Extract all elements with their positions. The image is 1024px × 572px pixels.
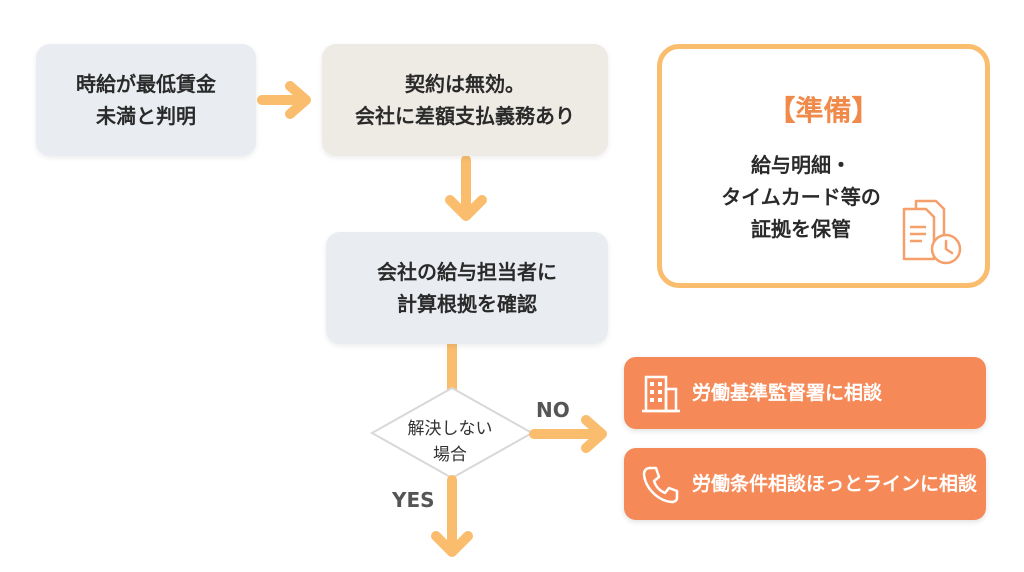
decision-line2: 場合 [433, 445, 467, 465]
decision-line1: 解決しない [407, 419, 493, 439]
decision-label: 解決しない 場合 [380, 416, 520, 468]
consult-labor-office-label: 労働基準監督署に相談 [692, 382, 883, 404]
consult-labor-office-button[interactable]: 労働基準監督署に相談 [624, 357, 986, 429]
preparation-title: 【準備】 [767, 94, 880, 127]
building-icon [642, 375, 680, 413]
yes-branch-label: YES [392, 488, 435, 512]
preparation-line2: タイムカード等の [721, 185, 881, 209]
phone-icon [642, 466, 679, 504]
arrow-down-1 [445, 155, 487, 221]
consult-hotline-button[interactable]: 労働条件相談ほっとラインに相談 [624, 448, 986, 520]
preparation-card: 【準備】 給与明細・ タイムカード等の 証拠を保管 [657, 44, 990, 288]
step-contract-line2: 会社に差額支払義務あり [355, 104, 575, 128]
step-minimum-wage-line1: 時給が最低賃金 [76, 72, 216, 96]
preparation-line1: 給与明細・ [751, 153, 851, 177]
step-confirm-calculation: 会社の給与担当者に 計算根拠を確認 [326, 232, 608, 344]
step-contract-line1: 契約は無効。 [405, 72, 525, 96]
consult-hotline-label: 労働条件相談ほっとラインに相談 [692, 473, 978, 495]
step-check-line2: 計算根拠を確認 [397, 292, 537, 316]
step-minimum-wage-line2: 未満と判明 [96, 104, 196, 128]
step-check-line1: 会社の給与担当者に [377, 260, 557, 284]
no-branch-label: NO [536, 398, 570, 422]
step-contract-invalid: 契約は無効。 会社に差額支払義務あり [322, 44, 608, 156]
arrow-no [529, 415, 607, 453]
preparation-line3: 証拠を保管 [751, 217, 851, 241]
arrow-right-1 [257, 81, 311, 119]
step-minimum-wage: 時給が最低賃金 未満と判明 [36, 44, 256, 156]
arrow-yes [431, 475, 473, 557]
preparation-text: 給与明細・ タイムカード等の 証拠を保管 [676, 149, 926, 245]
document-clock-icon [902, 199, 962, 265]
